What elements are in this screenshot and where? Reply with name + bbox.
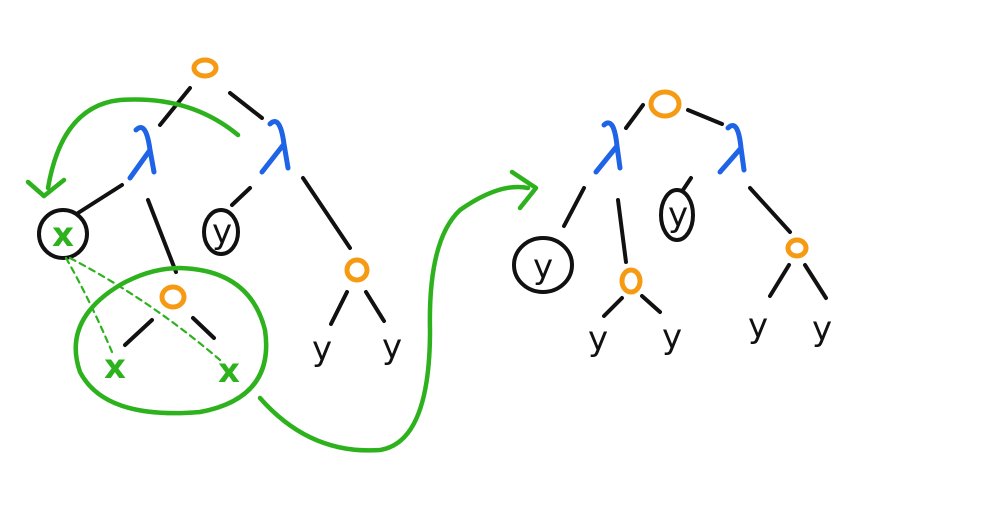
right-leaf-y-4: y (812, 309, 832, 349)
right-edge-app-yright (640, 294, 662, 314)
left-right-app-node (344, 257, 370, 283)
left-substitution-arrow-head (25, 177, 67, 199)
right-edge-app2-yleft (768, 263, 791, 298)
left-leaf-x-left: x (104, 347, 126, 387)
right-edge-app2-yright (803, 263, 828, 300)
left-edge-lambda1-x (76, 183, 124, 215)
right-edge-root-lambda2 (686, 108, 724, 126)
transformation-arrow (257, 184, 531, 453)
left-lambda1-node (127, 125, 157, 181)
left-bound-var-x: x (52, 215, 74, 255)
right-lambda2-node (717, 123, 747, 175)
right-edge-lambda1-app (616, 198, 628, 264)
right-edge-lambda2-app (748, 186, 792, 234)
right-root-app-node (648, 89, 682, 119)
left-edge-lambda2-y (230, 186, 252, 207)
right-lambda1-node (593, 120, 623, 175)
right-edge-app-yleft (602, 296, 624, 318)
left-binding-link-2 (68, 256, 222, 362)
left-edge-app-yright (364, 290, 386, 323)
right-leaf-y-2: y (662, 317, 682, 357)
left-arg-var-y: y (212, 212, 232, 252)
right-tree: y y y y y y (512, 89, 832, 359)
left-subtree-highlight-loop (73, 265, 269, 416)
left-root-app-node (191, 57, 219, 79)
right-edge-lambda1-y (562, 186, 586, 228)
right-arg-var-y: y (668, 195, 688, 235)
left-arg-var-circle (202, 208, 240, 256)
left-edge-lambda1-app (146, 198, 178, 274)
right-right-app-node (785, 237, 809, 259)
left-edge-app-yleft (329, 290, 349, 326)
right-arg-var-circle (659, 188, 695, 242)
left-edge-root-lambda1 (158, 86, 192, 127)
left-leaf-y-left: y (312, 329, 332, 369)
left-edge-app-xright (191, 316, 216, 340)
right-leaf-y-1: y (588, 319, 608, 359)
left-tree: x y x x y y (25, 57, 539, 453)
left-bound-var-circle (37, 208, 89, 260)
right-bound-var-circle (512, 236, 574, 294)
left-inner-app-node (159, 284, 187, 310)
left-edge-app-xleft (123, 318, 154, 347)
right-leaf-y-3: y (748, 306, 768, 346)
right-edge-root-lambda1 (624, 103, 645, 130)
right-bound-var-y: y (533, 247, 553, 287)
left-leaf-y-right: y (382, 327, 402, 367)
right-edge-lambda2-y (681, 176, 693, 192)
transformation-arrow-head (509, 169, 539, 211)
left-binding-link-1 (64, 256, 114, 354)
left-edge-lambda2-app (301, 176, 352, 250)
left-substitution-arrow (45, 97, 241, 191)
left-leaf-x-right: x (218, 351, 240, 391)
left-lambda2-node (259, 119, 291, 175)
left-edge-root-lambda2 (228, 91, 264, 120)
right-inner-app-node (619, 267, 643, 295)
